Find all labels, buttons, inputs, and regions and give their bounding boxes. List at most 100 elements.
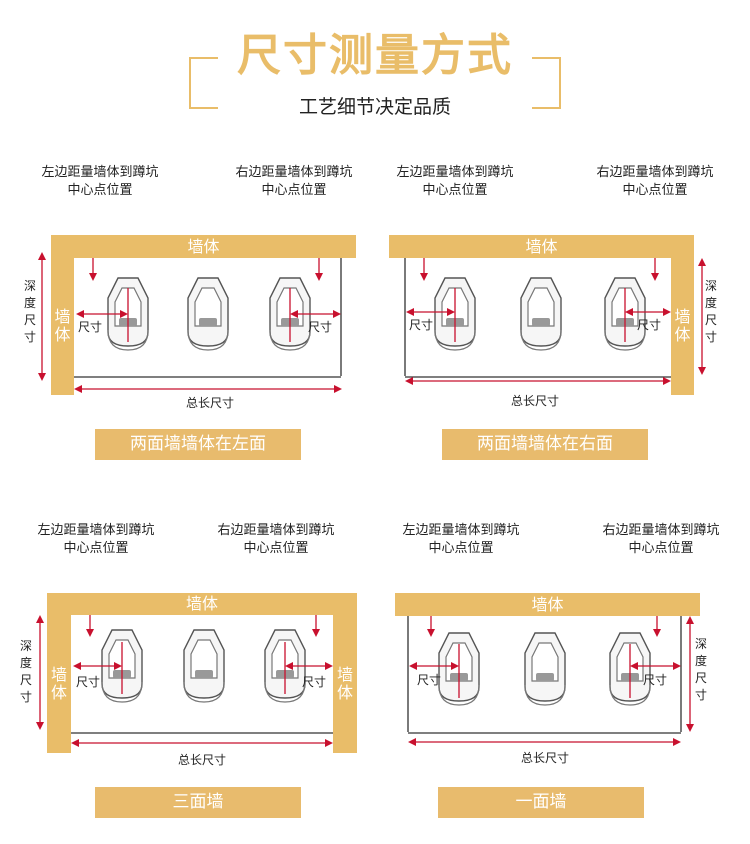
depth-char: 寸 [19, 690, 32, 704]
depth-char: 尺 [19, 673, 32, 687]
left-distance-note: 左边距量墙体到蹲坑 中心点位置 [375, 164, 535, 200]
panel-walls-right: 左边距量墙体到蹲坑 中心点位置 右边距量墙体到蹲坑 中心点位置 墙体 墙 体 深… [375, 160, 750, 470]
depth-char: 寸 [694, 688, 707, 702]
right-size-label: 尺寸 [637, 318, 662, 332]
depth-label: 深 度 尺 寸 [22, 278, 38, 346]
right-size-label: 尺寸 [643, 673, 668, 687]
total-length-label: 总长尺寸 [520, 751, 569, 765]
right-size-label: 尺寸 [308, 320, 333, 334]
depth-label: 深 度 尺 寸 [703, 278, 719, 346]
top-wall-label: 墙体 [187, 237, 220, 256]
top-wall [51, 235, 356, 258]
right-distance-line2: 中心点位置 [628, 541, 694, 556]
panel-drawing [36, 615, 333, 747]
right-distance-line1: 右边距量墙体到蹲坑 [596, 165, 714, 180]
right-distance-line1: 右边距量墙体到蹲坑 [217, 523, 335, 538]
panel-caption: 两面墙墙体在左面 [95, 429, 301, 460]
panel-caption: 三面墙 [95, 787, 301, 818]
depth-char: 深 [19, 639, 32, 653]
left-wall-label: 墙 体 [51, 308, 74, 344]
panel-drawing [38, 252, 342, 393]
total-length-label: 总长尺寸 [185, 396, 234, 410]
total-length-label: 总长尺寸 [177, 753, 226, 767]
wall-char: 体 [674, 325, 691, 344]
toilet-icon [187, 277, 229, 351]
depth-char: 深 [694, 637, 707, 651]
depth-label: 深 度 尺 寸 [693, 636, 709, 704]
wall-char: 体 [50, 683, 67, 702]
left-distance-line2: 中心点位置 [63, 541, 129, 556]
right-distance-note: 右边距量墙体到蹲坑 中心点位置 [575, 164, 735, 200]
top-wall [389, 235, 694, 258]
panel-one-wall: 左边距量墙体到蹲坑 中心点位置 右边距量墙体到蹲坑 中心点位置 墙体 深 度 尺… [375, 518, 750, 828]
right-wall-label: 墙 体 [333, 666, 357, 702]
wall-char: 墙 [50, 665, 67, 684]
left-distance-note: 左边距量墙体到蹲坑 中心点位置 [20, 164, 180, 200]
panel-caption: 一面墙 [438, 787, 644, 818]
top-wall-label: 墙体 [525, 237, 558, 256]
right-wall [333, 593, 357, 753]
total-length-label: 总长尺寸 [510, 394, 559, 408]
left-distance-line1: 左边距量墙体到蹲坑 [402, 523, 520, 538]
page-subtitle: 工艺细节决定品质 [298, 96, 451, 118]
left-distance-note: 左边距量墙体到蹲坑 中心点位置 [381, 522, 541, 558]
depth-char: 度 [23, 296, 36, 310]
right-distance-note: 右边距量墙体到蹲坑 中心点位置 [214, 164, 374, 200]
right-wall [671, 235, 694, 395]
panel-walls-left: 左边距量墙体到蹲坑 中心点位置 右边距量墙体到蹲坑 中心点位置 墙体 墙 体 深… [0, 160, 375, 470]
top-wall-label: 墙体 [531, 595, 564, 614]
wall-char: 墙 [674, 307, 691, 326]
left-distance-line1: 左边距量墙体到蹲坑 [396, 165, 514, 180]
title-brackets [189, 57, 561, 109]
depth-char: 寸 [23, 330, 36, 344]
left-distance-note: 左边距量墙体到蹲坑 中心点位置 [16, 522, 176, 558]
toilet-icon [524, 632, 566, 706]
depth-char: 尺 [704, 313, 717, 327]
left-wall [47, 593, 71, 753]
panel-drawing [404, 258, 706, 385]
right-wall-label: 墙 体 [671, 308, 694, 344]
left-size-label: 尺寸 [76, 675, 101, 689]
right-distance-line2: 中心点位置 [243, 541, 309, 556]
depth-char: 深 [23, 279, 36, 293]
depth-char: 寸 [704, 330, 717, 344]
toilet-icon [520, 277, 562, 351]
right-distance-line2: 中心点位置 [622, 183, 688, 198]
left-distance-line2: 中心点位置 [67, 183, 133, 198]
left-size-label: 尺寸 [78, 320, 103, 334]
right-distance-note: 右边距量墙体到蹲坑 中心点位置 [581, 522, 741, 558]
panel-three-walls: 左边距量墙体到蹲坑 中心点位置 右边距量墙体到蹲坑 中心点位置 墙体 墙 体 墙… [0, 518, 375, 828]
depth-char: 深 [704, 279, 717, 293]
left-wall [51, 235, 74, 395]
depth-char: 度 [19, 656, 32, 670]
right-distance-note: 右边距量墙体到蹲坑 中心点位置 [196, 522, 356, 558]
left-size-label: 尺寸 [409, 318, 434, 332]
left-distance-line2: 中心点位置 [422, 183, 488, 198]
left-distance-line2: 中心点位置 [428, 541, 494, 556]
right-distance-line2: 中心点位置 [261, 183, 327, 198]
right-distance-line1: 右边距量墙体到蹲坑 [602, 523, 720, 538]
left-size-label: 尺寸 [417, 673, 442, 687]
wall-char: 墙 [54, 307, 71, 326]
depth-char: 度 [694, 654, 707, 668]
page-title: 尺寸测量方式 [237, 30, 513, 81]
depth-char: 度 [704, 296, 717, 310]
left-wall-label: 墙 体 [47, 666, 71, 702]
depth-char: 尺 [23, 313, 36, 327]
top-wall-label: 墙体 [185, 594, 218, 613]
right-distance-line1: 右边距量墙体到蹲坑 [235, 165, 353, 180]
toilet-icon [183, 629, 225, 703]
depth-char: 尺 [694, 671, 707, 685]
wall-char: 墙 [336, 665, 353, 684]
panel-drawing [407, 616, 694, 746]
panel-caption: 两面墙墙体在右面 [442, 429, 648, 460]
wall-char: 体 [54, 325, 71, 344]
top-wall [47, 593, 357, 615]
left-distance-line1: 左边距量墙体到蹲坑 [41, 165, 159, 180]
left-distance-line1: 左边距量墙体到蹲坑 [37, 523, 155, 538]
wall-char: 体 [336, 683, 353, 702]
depth-label: 深 度 尺 寸 [18, 638, 34, 706]
right-size-label: 尺寸 [302, 675, 327, 689]
top-wall [395, 593, 700, 616]
